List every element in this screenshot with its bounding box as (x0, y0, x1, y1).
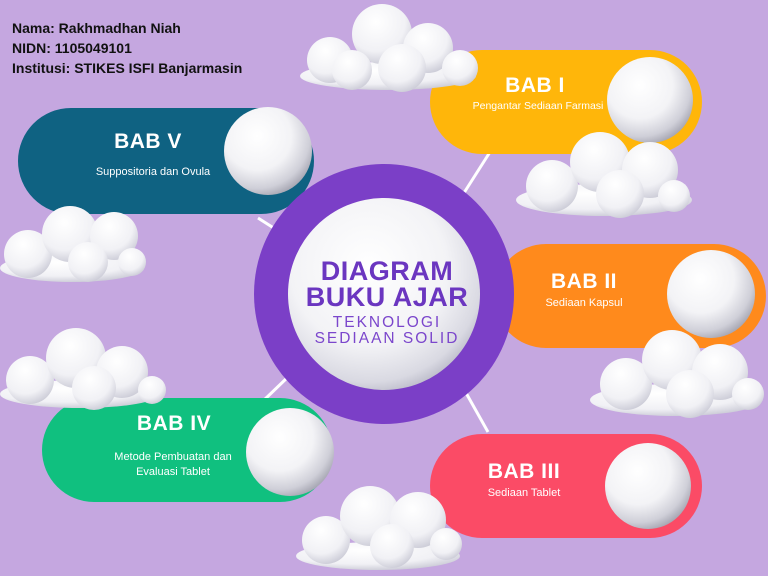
cloud-bab-v (0, 206, 146, 282)
center-sphere (288, 198, 480, 390)
chapter-bab-v[interactable]: BAB V Suppositoria dan Ovula (18, 108, 314, 214)
center-title: DIAGRAM BUKU AJAR (290, 256, 484, 312)
chapter-subtitle-bab-iv-line1: Metode Pembuatan dan (114, 451, 232, 463)
chapter-subtitle-bab-i: Pengantar Sediaan Farmasi (472, 100, 604, 112)
cloud-bottom (296, 486, 462, 570)
chapter-subtitle-bab-v: Suppositoria dan Ovula (95, 166, 211, 178)
cloud-top (300, 4, 478, 92)
center-subtitle-line1: TEKNOLOGI (332, 314, 442, 331)
chapter-label-bab-v: BAB V (114, 130, 182, 153)
sphere-bab-v (224, 107, 312, 195)
sphere-bab-iii (605, 443, 691, 529)
sphere-bab-i (607, 57, 693, 143)
chapter-bab-iii[interactable]: BAB III Sediaan Tablet (430, 434, 702, 538)
chapter-subtitle-bab-iv: Metode Pembuatan dan Evaluasi Tablet (88, 450, 258, 480)
center-title-line2: BUKU AJAR (305, 282, 469, 312)
sphere-bab-ii (667, 250, 755, 338)
center-title-line1: DIAGRAM (320, 256, 454, 286)
center-subtitle: TEKNOLOGI SEDIAAN SOLID (290, 315, 484, 347)
cloud-bab-iv (0, 328, 166, 410)
chapter-label-bab-i: BAB I (505, 74, 565, 97)
cloud-bab-i (516, 132, 692, 218)
chapter-subtitle-bab-iii: Sediaan Tablet (487, 487, 561, 499)
sphere-bab-iv (246, 408, 334, 496)
chapter-label-bab-iv: BAB IV (136, 412, 212, 435)
center-subtitle-line2: SEDIAAN SOLID (314, 330, 460, 347)
author-institution: Institusi: STIKES ISFI Banjarmasin (12, 60, 243, 76)
cloud-bab-ii (590, 330, 764, 418)
chapter-bab-ii[interactable]: BAB II Sediaan Kapsul (494, 244, 766, 348)
author-nidn: NIDN: 1105049101 (12, 40, 132, 56)
chapter-bab-i[interactable]: BAB I Pengantar Sediaan Farmasi (430, 50, 702, 154)
chapter-bab-iv[interactable]: BAB IV Metode Pembuatan dan Evaluasi Tab… (42, 398, 332, 502)
author-name: Nama: Rakhmadhan Niah (12, 20, 181, 36)
chapter-subtitle-bab-ii: Sediaan Kapsul (545, 297, 623, 309)
chapter-label-bab-iii: BAB III (487, 460, 561, 483)
author-info: Nama: Rakhmadhan Niah NIDN: 1105049101 I… (12, 18, 242, 78)
chapter-label-bab-ii: BAB II (551, 270, 617, 293)
chapter-subtitle-bab-iv-line2: Evaluasi Tablet (136, 466, 210, 478)
